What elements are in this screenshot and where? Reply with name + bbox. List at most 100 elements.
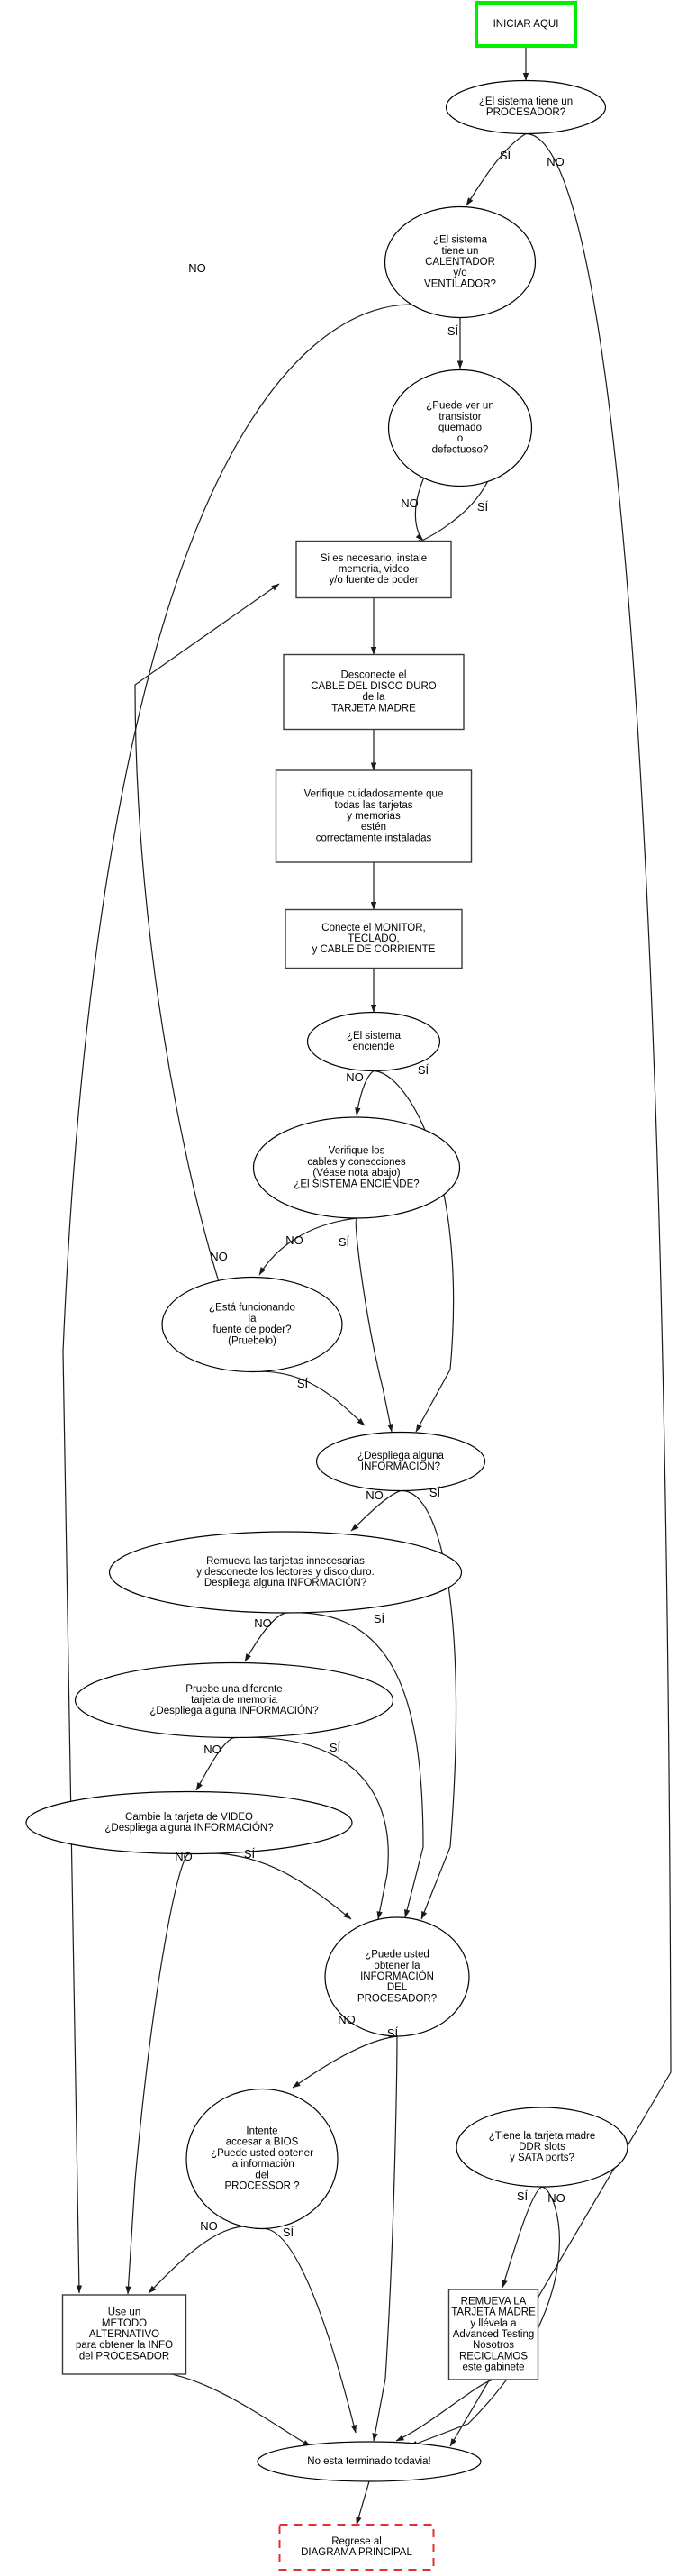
node-q_transistor[interactable]: ¿Puede ver untransistorquemadoodefectuos… [387,369,533,487]
node-shape-q_transistor [387,369,533,487]
edge-q_cables-to-q_info1 [355,1217,393,1433]
node-label-end: Regrese al [331,2536,382,2547]
node-label-q_fan: ¿El sistema [433,235,488,246]
edge-q_video-to-q_cpuinfo [188,1852,352,1920]
node-shape-b_hdd [283,653,465,731]
edge-label-q_video-q_cpuinfo: SÍ [244,1847,256,1861]
node-label-q_psu: la [249,1314,258,1324]
edge-q_cards-to-q_memory [244,1612,286,1662]
node-label-q_cables: cables y conecciones [307,1157,406,1168]
edge-label-q_cables-q_psu: NO [285,1233,303,1247]
node-shape-q_cables [252,1116,461,1219]
edge-q_info1-to-q_cards [350,1489,402,1532]
edge-label-q_memory-q_video: NO [203,1743,221,1756]
edge-q_proc-to-q_fan [466,132,527,206]
node-label-b_verify: todas las tarjetas [335,800,413,811]
node-label-q_cpuinfo: ¿Puede usted [365,1950,429,1961]
node-b_connect[interactable]: Conecte el MONITOR,TECLADO,y CABLE DE CO… [285,908,463,969]
node-label-q_cards: Remueva las tarjetas innecesarias [206,1556,365,1567]
edge-label-q_proc-q_fan: SÍ [500,149,511,162]
node-label-q_cpuinfo: obtener la [374,1961,420,1971]
node-label-q_transistor: ¿Puede ver un [426,401,493,412]
node-label-q_transistor: transistor [438,412,481,423]
edge-label-q_ddr-q_notdone: NO [547,2191,565,2205]
edge-label-q_bios-q_notdone: SÍ [283,2226,294,2239]
node-label-b_verify: correctamente instaladas [316,833,432,843]
node-shape-q_cards [108,1531,463,1614]
node-label-q_cables: (Véase nota abajo) [312,1168,400,1179]
edge-q_memory-to-q_cpuinfo [233,1736,389,1920]
node-label-q_ddr: y SATA ports? [510,2153,574,2163]
node-label-b_remove: y llévela a [470,2318,517,2329]
node-shape-q_memory [74,1661,394,1739]
node-label-q_transistor: quemado [438,423,482,433]
node-label-q_cards: y desconecte los lectores y disco duro. [196,1567,375,1578]
node-label-q_proc: ¿El sistema tiene un [479,96,573,107]
node-shape-b_remove [447,2289,539,2380]
node-label-b_connect: Conecte el MONITOR, [321,923,425,933]
node-q_notdone[interactable]: No esta terminado todavia! [257,2441,482,2482]
node-shape-start [475,1,577,48]
node-label-b_alt: del PROCESADOR [79,2351,169,2362]
node-label-q_fan: tiene un [442,246,479,257]
edge-label-q_ddr-b_remove: SÍ [517,2189,529,2203]
node-label-start: INICIAR AQUI [493,19,559,30]
node-label-q_cpuinfo: INFORMACIÓN [360,1971,434,1982]
edge-q_notdone-to-end [356,2480,370,2526]
node-label-q_proc: PROCESADOR? [486,107,565,118]
node-label-q_ddr: ¿Tiene la tarjeta madre [489,2131,595,2142]
edge-q_cpuinfo-to-q_notdone [372,2035,398,2442]
edge-label-q_psu-q_info1: SÍ [297,1377,309,1390]
edge-q_cables-to-q_psu [258,1217,357,1276]
node-label-q_cables: Verifique los [329,1146,385,1157]
edge-label-q_info1-q_cards: NO [366,1488,384,1502]
edge-label-q_transistor-b_install: SÍ [477,500,489,514]
node-label-q_bios: PROCESSOR ? [224,2181,299,2192]
node-label-q_ddr: DDR slots [519,2142,565,2153]
node-q_video[interactable]: Cambie la tarjeta de VIDEO¿Despliega alg… [25,1790,353,1855]
node-shape-q_fan [384,205,537,319]
edge-q_ddr-to-b_remove [502,2186,543,2289]
node-shape-q_video [25,1790,353,1855]
node-label-q_bios: Intente [246,2126,277,2137]
node-label-b_verify: y memorias [347,811,401,822]
node-shape-b_alt [61,2294,187,2375]
edge-b_alt-to-q_notdone [123,2371,312,2447]
node-start[interactable]: INICIAR AQUI [475,1,577,48]
node-label-b_connect: TECLADO, [348,933,400,944]
edge-q_memory-to-q_video [195,1736,235,1791]
node-label-b_alt: METODO [102,2318,147,2329]
node-label-b_hdd: de la [363,692,386,703]
node-label-b_install: memoria, video [339,564,410,575]
node-label-b_remove: RECICLAMOS [459,2351,528,2362]
edge-label-q_power-q_cables: NO [346,1070,364,1084]
node-label-b_hdd: Desconecte el [341,670,407,681]
node-shape-q_cpuinfo [324,1916,470,2037]
node-label-b_install: y/o fuente de poder [329,575,418,586]
node-label-q_memory: Pruebe una diferente [185,1684,282,1695]
edge-q_power-to-q_cables [355,1070,375,1116]
node-label-q_fan: y/o [453,268,466,278]
node-label-b_alt: ALTERNATIVO [89,2329,159,2340]
node-label-end: DIAGRAMA PRINCIPAL [301,2547,412,2558]
node-label-q_info1: ¿Despliega alguna [357,1451,445,1461]
